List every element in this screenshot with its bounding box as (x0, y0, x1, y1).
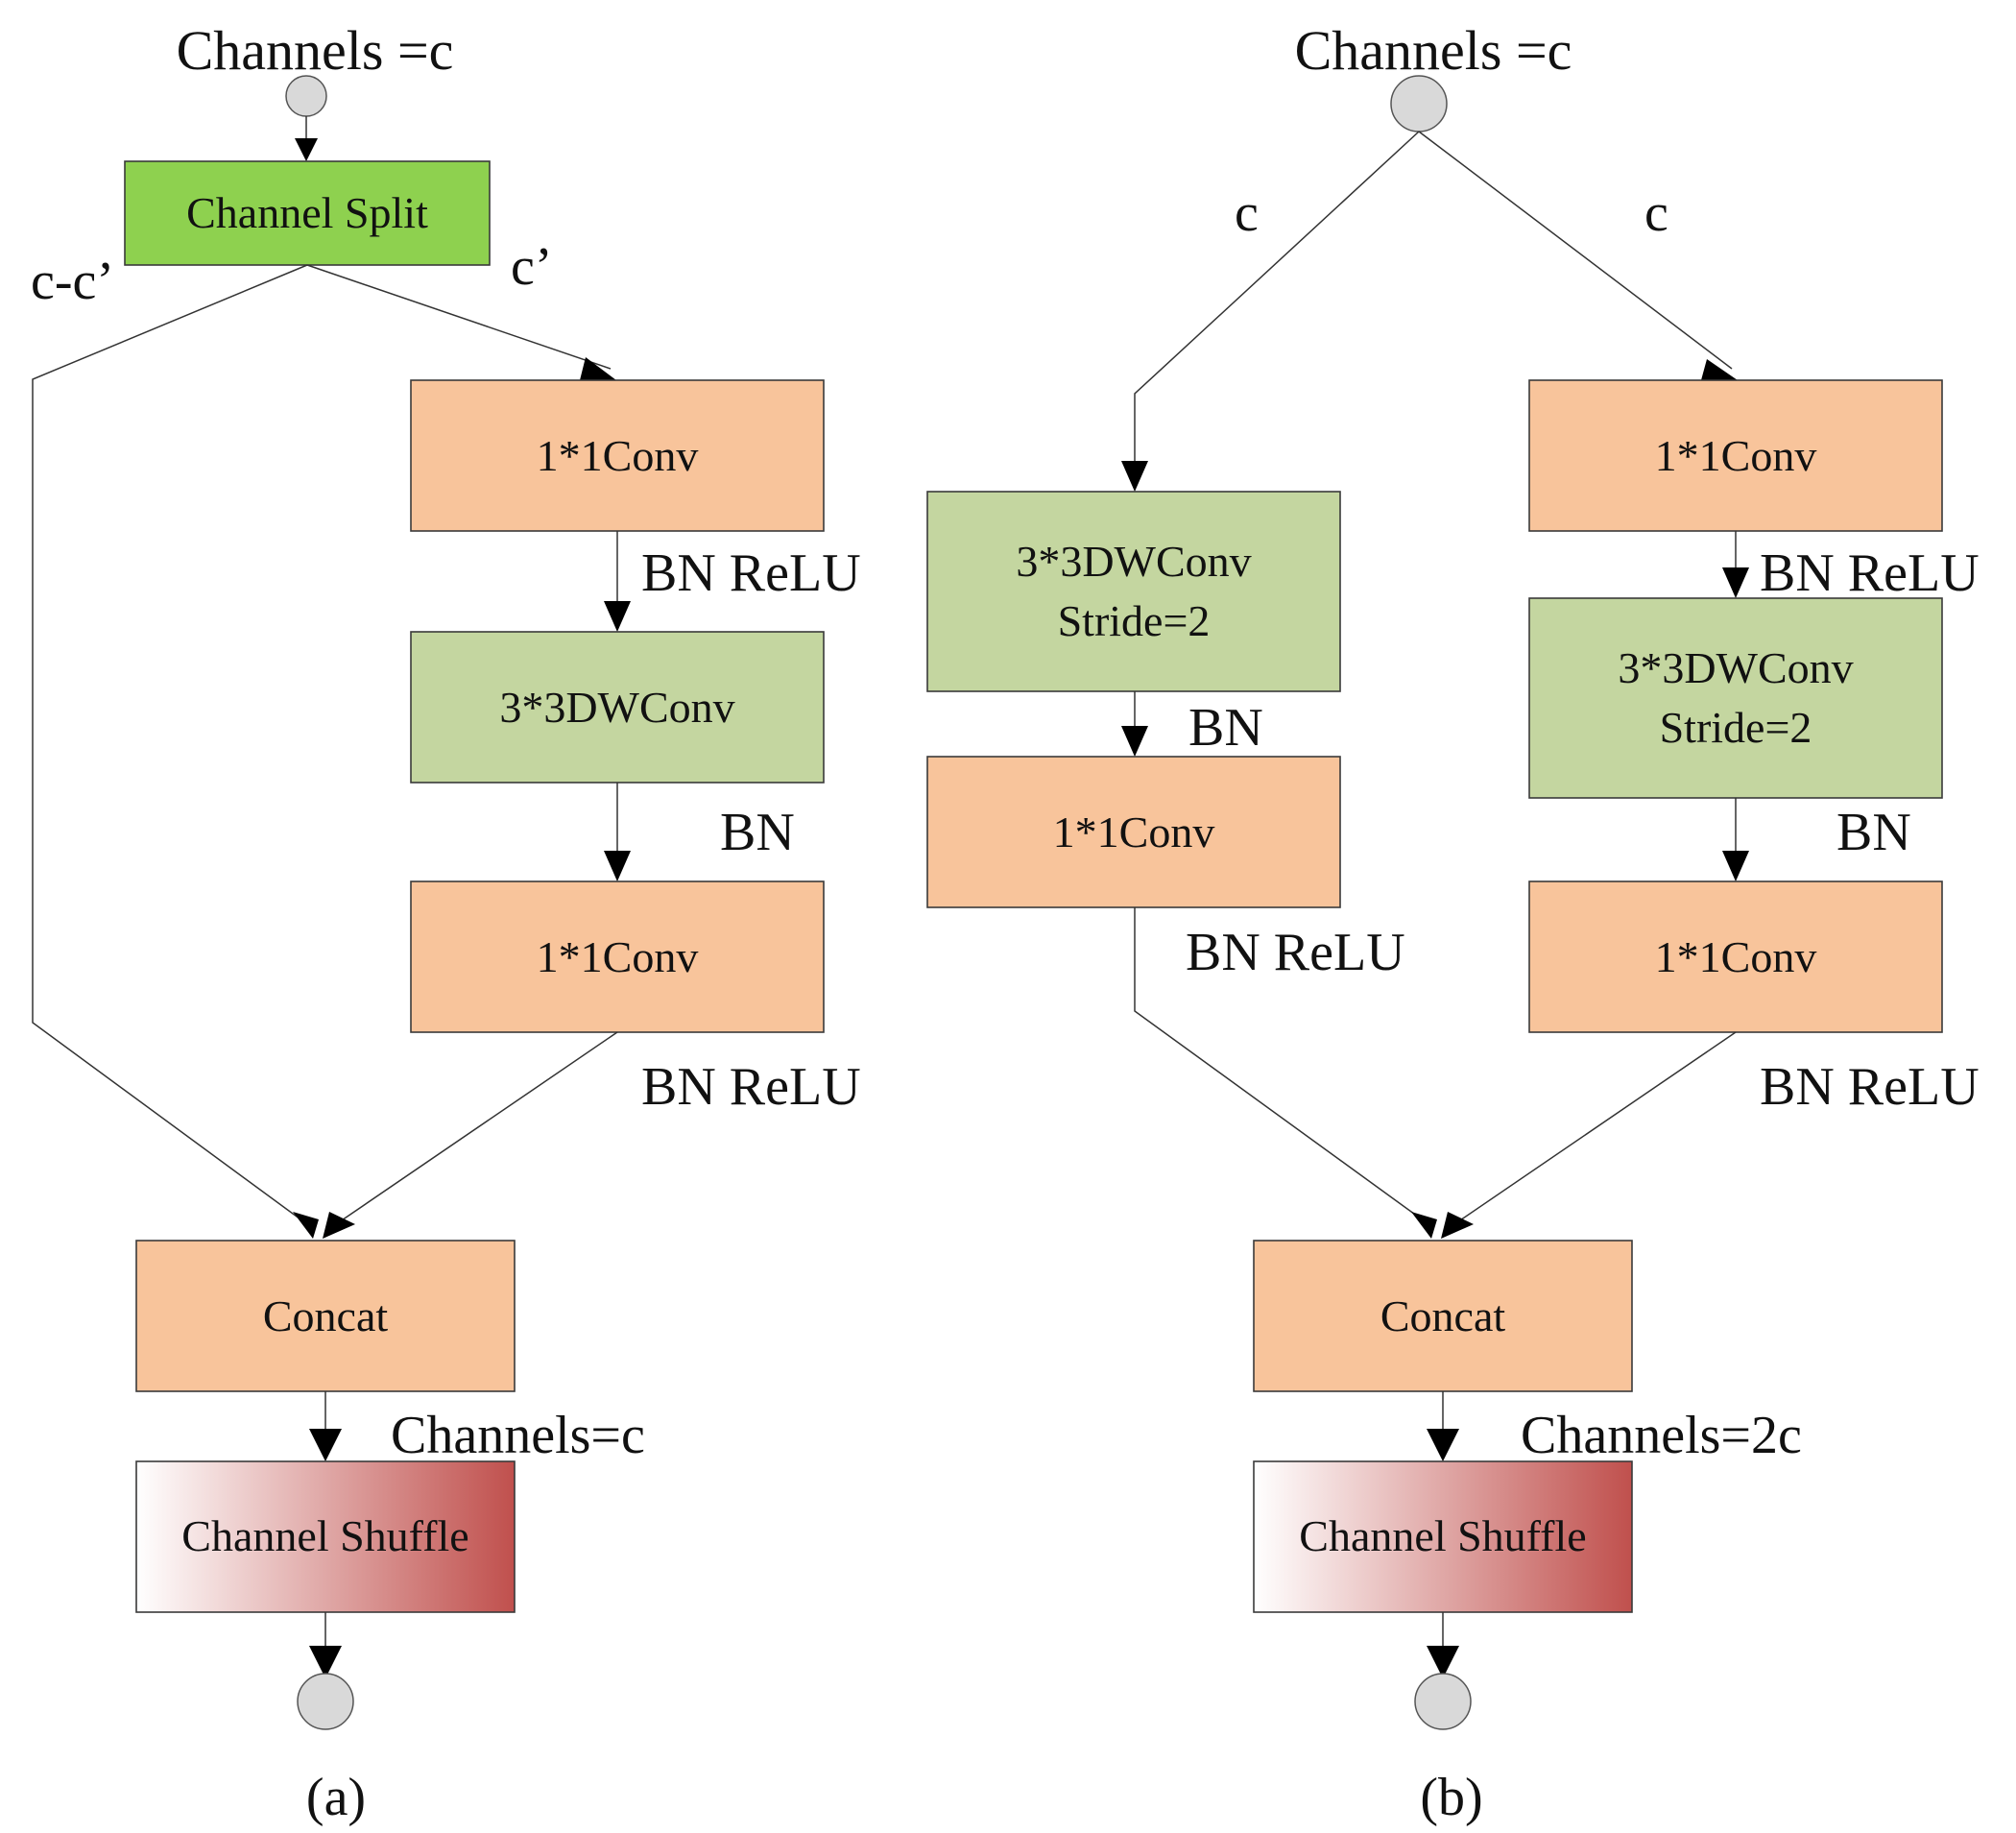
arrow (580, 357, 616, 380)
stride-text: Stride=2 (1660, 703, 1812, 752)
channel-shuffle-text: Channel Shuffle (181, 1511, 468, 1560)
left-branch-label: c (1235, 183, 1259, 243)
caption-b: (b) (1420, 1768, 1482, 1827)
stride-text: Stride=2 (1058, 596, 1211, 645)
conv1x1-box (1528, 379, 1943, 532)
bn-relu-label: BN ReLU (1186, 923, 1405, 982)
dwconv-stride-box (1528, 597, 1943, 799)
arrow (1722, 851, 1749, 881)
dwconv-stride-box (926, 491, 1341, 692)
conv1x1-box (926, 756, 1341, 908)
left-branch-label: c-c’ (31, 252, 114, 311)
bn-relu-label: BN ReLU (1760, 543, 1980, 603)
caption-a: (a) (306, 1768, 366, 1827)
channel-split-text: Channel Split (186, 188, 428, 237)
dwconv-text: 3*3DWConv (1618, 643, 1853, 692)
output-channels-label: Channels=c (391, 1406, 645, 1465)
arrow (1411, 1212, 1437, 1239)
branch-wire (1134, 131, 1420, 465)
conv1x1-box (410, 379, 825, 532)
bn-relu-label: BN ReLU (641, 543, 861, 603)
right-branch-label: c (1644, 183, 1668, 243)
input-channels-label: Channels =c (177, 19, 454, 82)
arrow (1121, 461, 1148, 492)
concat-text: Concat (263, 1291, 389, 1340)
bn-label: BN (1188, 698, 1263, 758)
dwconv-text: 3*3DWConv (499, 683, 734, 732)
shortcut-wire (32, 264, 308, 1225)
arrow (1427, 1429, 1459, 1461)
panel-b: Channels =c c c 3*3DWConv Stride=2 BN 1*… (926, 19, 1980, 1827)
branch-wire (1134, 907, 1429, 1225)
conv1x1-box (1528, 880, 1943, 1033)
arrow (309, 1646, 342, 1678)
channel-shuffle-text: Channel Shuffle (1299, 1511, 1586, 1560)
arrow (323, 1212, 355, 1239)
conv1x1-text: 1*1Conv (537, 431, 699, 480)
bn-relu-label: BN ReLU (641, 1057, 861, 1117)
arrow (1121, 726, 1148, 757)
channel-shuffle-box (135, 1460, 516, 1613)
arrow (1722, 567, 1749, 598)
arrow (295, 138, 318, 161)
conv1x1-text: 1*1Conv (1655, 932, 1817, 981)
branch-wire (335, 1031, 618, 1225)
output-node (1414, 1673, 1472, 1730)
input-node (1390, 75, 1448, 133)
right-branch-label: c’ (511, 237, 553, 297)
arrow (1701, 359, 1738, 380)
conv1x1-text: 1*1Conv (1655, 431, 1817, 480)
conv1x1-text: 1*1Conv (1053, 808, 1215, 856)
input-channels-label: Channels =c (1295, 19, 1572, 82)
concat-box (1253, 1240, 1633, 1392)
concat-text: Concat (1380, 1291, 1506, 1340)
branch-wire (1418, 131, 1733, 370)
conv1x1-box (410, 880, 825, 1033)
panel-a: Channels =c Channel Split c-c’ c’ 1*1Con… (31, 19, 861, 1827)
bn-relu-label: BN ReLU (1760, 1057, 1980, 1117)
bn-label: BN (1836, 803, 1911, 862)
output-channels-label: Channels=2c (1521, 1406, 1802, 1465)
arrow (604, 601, 631, 632)
arrow (604, 851, 631, 881)
arrow (309, 1429, 342, 1461)
arrow (1427, 1646, 1459, 1678)
branch-wire (1453, 1031, 1737, 1225)
dwconv-box (410, 631, 825, 784)
output-node (297, 1673, 354, 1730)
input-node (285, 75, 327, 117)
bn-label: BN (720, 803, 795, 862)
arrow (293, 1212, 319, 1239)
dwconv-text: 3*3DWConv (1016, 537, 1251, 586)
channel-shuffle-box (1253, 1460, 1633, 1613)
conv1x1-text: 1*1Conv (537, 932, 699, 981)
arrow (1441, 1212, 1474, 1239)
